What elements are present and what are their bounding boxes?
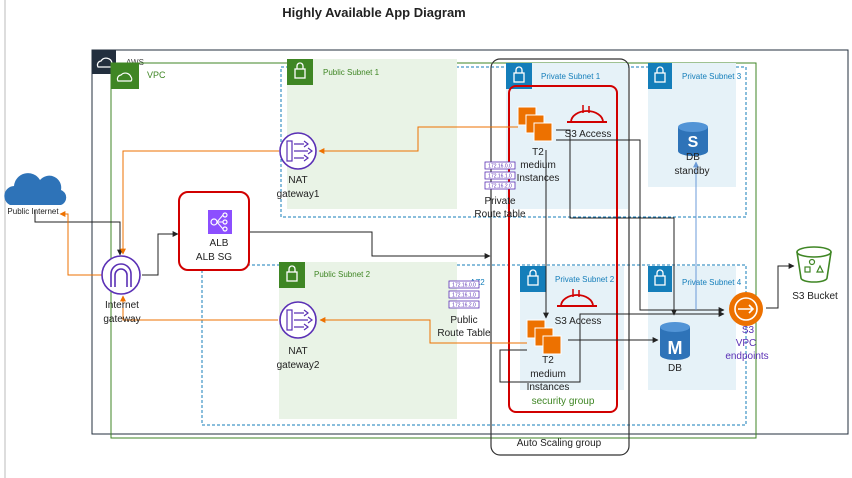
instance-group-1: S3 Access T2 medium Instances xyxy=(517,105,612,184)
private-subnet-3-label: Private Subnet 3 xyxy=(682,72,742,81)
ec2-instances-icon xyxy=(526,319,562,355)
instance-type-label: T2 xyxy=(542,355,554,366)
instances-label: Instances xyxy=(517,173,560,184)
route-row: 172.16.1.0 xyxy=(488,174,512,180)
ec2-instances-icon xyxy=(517,106,553,142)
route-table-icon: 172.16.0.0 172.16.1.0 172.16.2.0 xyxy=(448,280,480,309)
public-route-table-label-2: Route Table xyxy=(437,328,491,339)
auto-scaling-group-label: Auto Scaling group xyxy=(517,438,602,449)
route-row: 172.16.1.0 xyxy=(452,293,476,299)
public-internet-node: Public Internet xyxy=(4,173,67,216)
iam-role-icon xyxy=(567,105,607,123)
route-row: 172.16.0.0 xyxy=(488,164,512,170)
internet-gateway-label-2: gateway xyxy=(103,314,140,325)
connector-igw-internet xyxy=(59,211,106,276)
vpc-icon xyxy=(111,63,139,89)
s3-endpoint-label-3: endpoints xyxy=(725,351,768,362)
db-label: DB xyxy=(668,363,682,374)
public-subnet-1-label: Public Subnet 1 xyxy=(323,68,380,77)
nat-gateway-2-node: NAT gateway2 xyxy=(277,301,320,371)
route-row: 172.16.0.0 xyxy=(452,283,476,289)
connector-alb-asg xyxy=(250,231,491,259)
s3-bucket-label: S3 Bucket xyxy=(792,291,838,302)
diagram-title: Highly Available App Diagram xyxy=(282,5,466,20)
private-route-table-node: 172.16.0.0 172.16.1.0 172.16.2.0 Private… xyxy=(474,161,526,220)
database-icon: S xyxy=(678,122,708,156)
svg-text:M: M xyxy=(668,338,683,358)
alb-node: ALB ALB SG xyxy=(178,191,250,271)
svg-text:S: S xyxy=(688,134,699,151)
nat-gateway-1-label-2: gateway1 xyxy=(277,189,320,200)
s3-access-label: S3 Access xyxy=(555,316,602,327)
public-subnet-2-label: Public Subnet 2 xyxy=(314,270,371,279)
nat-gateway-1-label: NAT xyxy=(288,175,307,186)
auto-scaling-group-box xyxy=(490,58,630,456)
s3-bucket-node: S3 Bucket xyxy=(792,246,838,302)
internet-gateway-icon xyxy=(101,255,141,295)
instance-size-label: medium xyxy=(520,160,556,171)
db-standby-label-2: standby xyxy=(674,166,709,177)
private-subnet-1: Private Subnet 1 xyxy=(506,63,628,209)
internet-gateway-node: Internet gateway xyxy=(101,255,141,325)
public-internet-label: Public Internet xyxy=(7,207,59,216)
connector-nat2-igw xyxy=(120,295,278,321)
alb-label: ALB xyxy=(210,238,229,249)
az2-region xyxy=(201,264,747,426)
connector-instance1-nat1 xyxy=(318,126,518,154)
db-standby-label: DB xyxy=(686,152,700,163)
nat-gateway-1-node: NAT gateway1 xyxy=(277,132,320,200)
public-route-table-label: Public xyxy=(450,315,477,326)
s3-bucket-icon xyxy=(796,246,832,283)
nat-gateway-2-label-2: gateway2 xyxy=(277,360,320,371)
db-node: M DB xyxy=(660,322,690,374)
private-subnet-2-label: Private Subnet 2 xyxy=(555,275,615,284)
vpc-group: VPC xyxy=(110,62,757,439)
database-icon: M xyxy=(660,322,690,360)
s3-access-label: S3 Access xyxy=(565,129,612,140)
connector-instance2-endpoint xyxy=(499,311,725,383)
connector-endpoint-s3 xyxy=(766,263,795,309)
iam-role-icon xyxy=(557,289,597,307)
connector-internet-igw xyxy=(34,210,123,256)
vpc-label: VPC xyxy=(147,70,166,80)
connector-nat1-igw xyxy=(120,150,279,255)
instance-size-label: medium xyxy=(530,369,566,380)
private-route-table-label: Private xyxy=(484,196,516,207)
instance-group-2: S3 Access T2 medium Instances xyxy=(526,289,602,393)
security-group-label: security group xyxy=(532,396,595,407)
public-route-table-node: 172.16.0.0 172.16.1.0 172.16.2.0 Public … xyxy=(437,280,491,339)
db-standby-node: S DB standby xyxy=(674,122,710,177)
connector-instance1-db xyxy=(556,129,677,316)
route-table-icon: 172.16.0.0 172.16.1.0 172.16.2.0 xyxy=(484,161,516,190)
public-subnet-2: Public Subnet 2 xyxy=(279,262,457,419)
internet-gateway-label: Internet xyxy=(105,300,139,311)
private-route-table-label-2: Route table xyxy=(474,209,526,220)
private-subnet-1-label: Private Subnet 1 xyxy=(541,72,601,81)
instance-type-label: T2 xyxy=(532,147,544,158)
private-subnet-4-label: Private Subnet 4 xyxy=(682,278,742,287)
connector-instance1-endpoint xyxy=(556,139,725,313)
alb-sg-label: ALB SG xyxy=(196,252,232,263)
s3-endpoint-node: S3 VPC endpoints xyxy=(725,292,769,362)
connector-igw-alb xyxy=(142,231,179,276)
nat-gateway-2-label: NAT xyxy=(288,346,307,357)
route-row: 172.16.2.0 xyxy=(452,303,476,309)
cloud-icon xyxy=(4,173,67,205)
instances-label: Instances xyxy=(527,382,570,393)
s3-endpoint-label-2: VPC xyxy=(736,338,757,349)
connector-instance2-nat2 xyxy=(319,317,527,344)
s3-endpoint-label: S3 xyxy=(742,325,755,336)
public-subnet-1: Public Subnet 1 xyxy=(287,59,457,209)
route-row: 172.16.2.0 xyxy=(488,184,512,190)
security-group-box xyxy=(508,85,618,413)
